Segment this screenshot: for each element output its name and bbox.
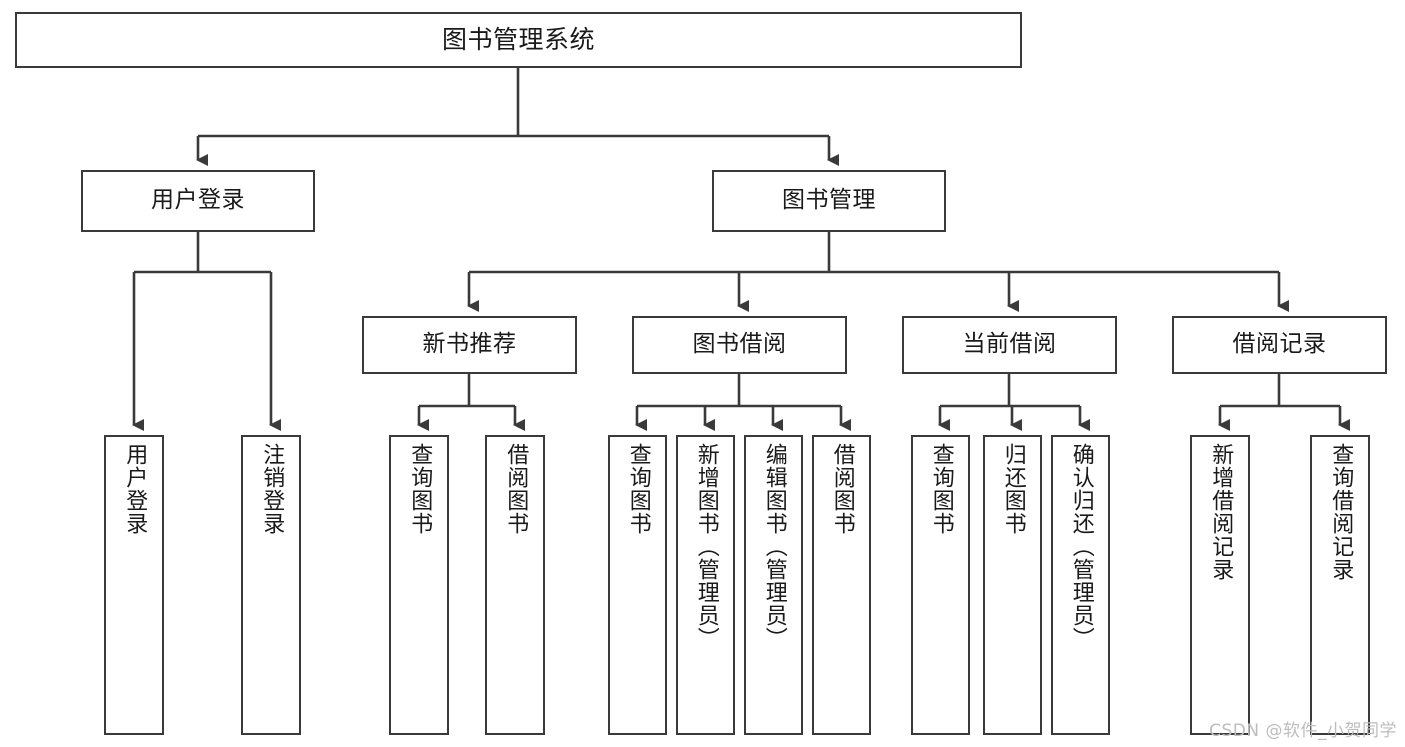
node-current-borrow[interactable]: 当前借阅 xyxy=(902,316,1117,374)
node-leaf-user-login[interactable]: 用户登录 xyxy=(104,435,164,735)
node-leaf-query-book-1[interactable]: 查询图书 xyxy=(389,435,449,735)
node-leaf-borrow-book-1[interactable]: 借阅图书 xyxy=(485,435,545,735)
node-leaf-edit-book-label: 编辑图书（管理员） xyxy=(761,443,787,650)
node-leaf-confirm-return[interactable]: 确认归还（管理员） xyxy=(1051,435,1110,735)
node-leaf-user-login-label: 用户登录 xyxy=(122,443,148,535)
node-leaf-user-logout[interactable]: 注销登录 xyxy=(241,435,301,735)
node-current-borrow-label: 当前借阅 xyxy=(962,331,1057,358)
node-leaf-borrow-book-2[interactable]: 借阅图书 xyxy=(812,435,871,735)
node-leaf-return-book[interactable]: 归还图书 xyxy=(983,435,1042,735)
node-leaf-query-record-label: 查询借阅记录 xyxy=(1328,443,1354,581)
node-book-manage-label: 图书管理 xyxy=(782,187,876,214)
node-leaf-add-book[interactable]: 新增图书（管理员） xyxy=(676,435,735,735)
node-book-manage[interactable]: 图书管理 xyxy=(712,170,946,232)
node-borrow-record-label: 借阅记录 xyxy=(1232,331,1327,358)
node-leaf-query-book-2-label: 查询图书 xyxy=(625,443,651,535)
csdn-watermark: CSDN @软件_小贺同学 xyxy=(1209,721,1397,741)
node-user-login-label: 用户登录 xyxy=(151,187,245,214)
node-leaf-user-logout-label: 注销登录 xyxy=(259,443,285,535)
node-leaf-return-book-label: 归还图书 xyxy=(1000,443,1026,535)
node-leaf-borrow-book-1-label: 借阅图书 xyxy=(503,443,529,535)
node-leaf-query-record[interactable]: 查询借阅记录 xyxy=(1310,435,1370,735)
node-leaf-add-book-label: 新增图书（管理员） xyxy=(693,443,719,650)
node-book-borrow-label: 图书借阅 xyxy=(692,331,787,358)
node-leaf-borrow-book-2-label: 借阅图书 xyxy=(829,443,855,535)
node-new-book-recommend-label: 新书推荐 xyxy=(422,331,517,358)
node-book-borrow[interactable]: 图书借阅 xyxy=(632,316,847,374)
node-leaf-query-book-3[interactable]: 查询图书 xyxy=(911,435,970,735)
node-user-login[interactable]: 用户登录 xyxy=(81,170,315,232)
node-leaf-add-record[interactable]: 新增借阅记录 xyxy=(1190,435,1250,735)
node-leaf-query-book-1-label: 查询图书 xyxy=(407,443,433,535)
node-leaf-confirm-return-label: 确认归还（管理员） xyxy=(1068,443,1094,650)
node-leaf-edit-book[interactable]: 编辑图书（管理员） xyxy=(744,435,803,735)
node-root[interactable]: 图书管理系统 xyxy=(15,12,1022,68)
node-leaf-query-book-2[interactable]: 查询图书 xyxy=(608,435,667,735)
node-root-label: 图书管理系统 xyxy=(441,25,595,55)
node-leaf-query-book-3-label: 查询图书 xyxy=(928,443,954,535)
node-borrow-record[interactable]: 借阅记录 xyxy=(1172,316,1387,374)
node-leaf-add-record-label: 新增借阅记录 xyxy=(1208,443,1234,581)
node-new-book-recommend[interactable]: 新书推荐 xyxy=(362,316,577,374)
